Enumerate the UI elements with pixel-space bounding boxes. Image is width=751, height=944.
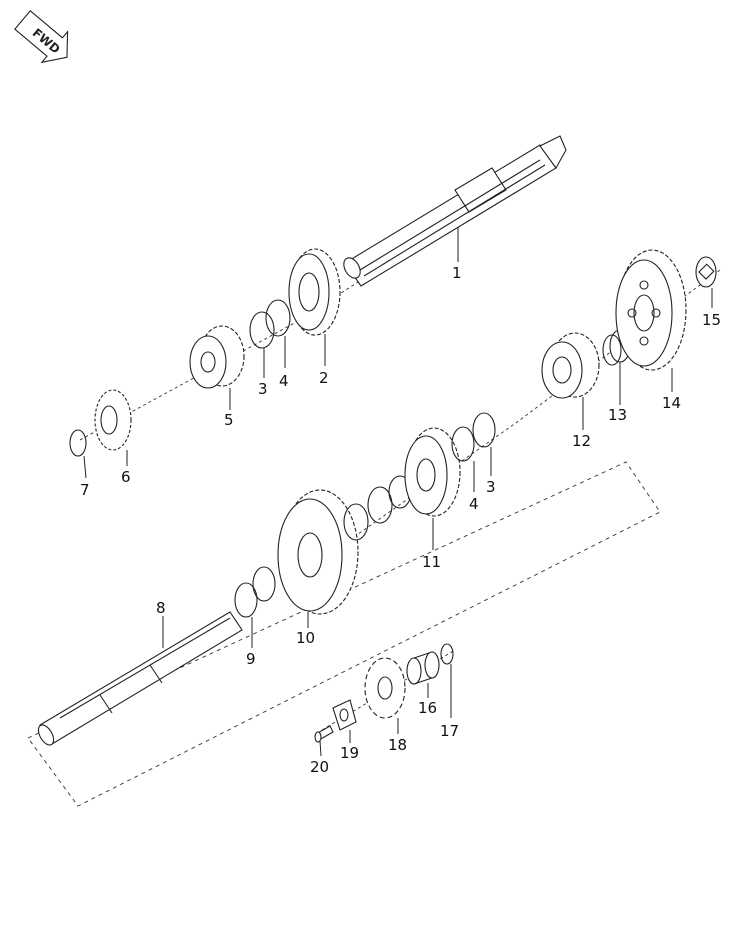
part-2-gear (288, 248, 341, 336)
washer-a (343, 503, 369, 541)
callout-9: 9 (246, 650, 256, 668)
part-20-bolt (314, 725, 334, 743)
part-5-gear (189, 325, 245, 389)
part-9-circlip (252, 566, 276, 602)
fwd-arrow-icon: FWD (14, 10, 69, 64)
callout-19: 19 (340, 744, 359, 762)
part-15-washer (695, 256, 717, 288)
part-1-input-shaft (343, 135, 567, 287)
callouts: 1 2 3 4 5 6 7 8 9 10 11 4 3 12 13 14 15 … (80, 264, 721, 776)
callout-1: 1 (452, 264, 462, 282)
callout-4-upper: 4 (279, 372, 289, 390)
part-10-large-gear (277, 489, 359, 615)
callout-6: 6 (121, 468, 131, 486)
part-19-lock-plate (332, 699, 357, 731)
callout-15: 15 (702, 311, 721, 329)
callout-16: 16 (418, 699, 437, 717)
callout-3-lower: 3 (486, 478, 496, 496)
callout-12: 12 (572, 432, 591, 450)
part-9-washer (234, 582, 258, 618)
callout-7: 7 (80, 481, 90, 499)
part-17-o-ring (440, 643, 454, 665)
part-7-washer (69, 429, 87, 457)
part-11-gear (404, 427, 461, 517)
part-4-washer-upper (265, 299, 291, 337)
callout-17: 17 (440, 722, 459, 740)
callout-18: 18 (388, 736, 407, 754)
part-12-gear (541, 332, 600, 399)
callout-4-lower: 4 (469, 495, 479, 513)
callout-13: 13 (608, 406, 627, 424)
part-8-output-shaft (37, 611, 243, 746)
callout-14: 14 (662, 394, 681, 412)
part-3-circlip-lower (472, 412, 496, 448)
leader-lines (83, 227, 713, 757)
callout-20: 20 (310, 758, 329, 776)
callout-8: 8 (156, 599, 166, 617)
callout-11: 11 (422, 553, 441, 571)
part-3-circlip-upper (249, 311, 275, 349)
washer-b (367, 486, 393, 524)
callout-2: 2 (319, 369, 329, 387)
callout-3-upper: 3 (258, 380, 268, 398)
part-18-sprocket (364, 657, 406, 719)
callout-5: 5 (224, 411, 234, 429)
part-16-collar (406, 651, 440, 685)
part-14-large-gear (615, 249, 687, 371)
part-6-small-gear (94, 389, 132, 451)
callout-10: 10 (296, 629, 315, 647)
part-4-washer-lower (451, 426, 475, 462)
